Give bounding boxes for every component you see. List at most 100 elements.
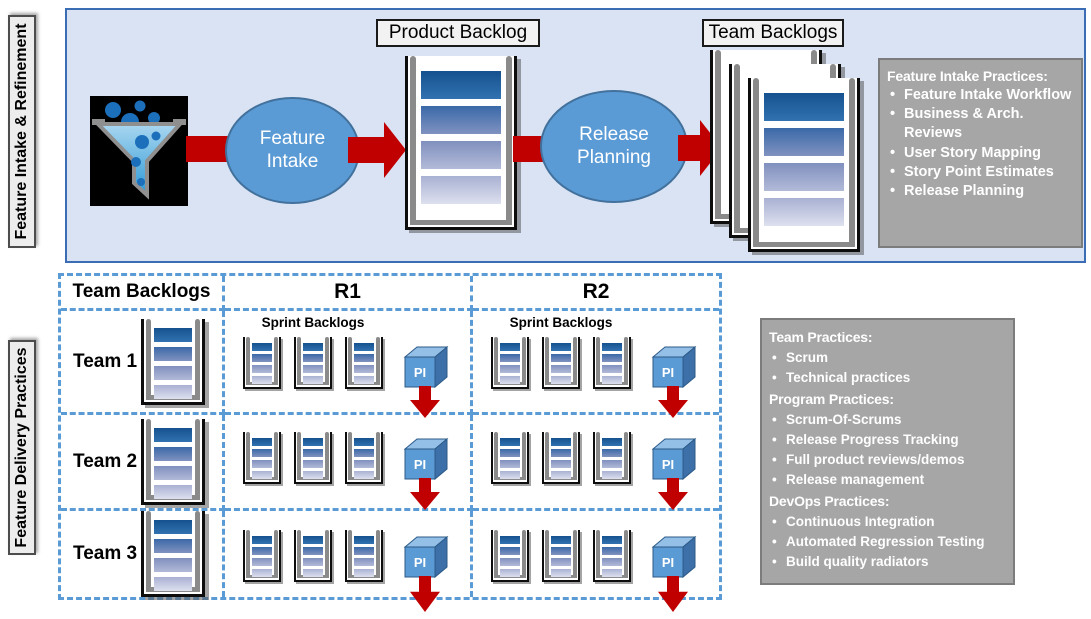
down-arrow-icon xyxy=(658,576,688,612)
release-planning-step: Release Planning xyxy=(540,90,688,203)
down-arrow-icon xyxy=(410,386,440,418)
backlog-item-bar xyxy=(154,577,192,591)
sprint-backlog-bins xyxy=(243,530,383,582)
sprint-backlog-bin xyxy=(542,530,580,582)
backlog-item-bar xyxy=(354,569,374,577)
right-arrow-icon xyxy=(348,122,406,178)
backlog-items xyxy=(154,520,192,591)
practice-item: • User Story Mapping xyxy=(890,144,1041,161)
backlog-item-bar xyxy=(764,93,844,121)
sprint-backlog-bin xyxy=(593,337,631,389)
backlog-item-bar xyxy=(602,460,622,468)
feature-intake-step: Feature Intake xyxy=(225,97,360,204)
backlog-item-bar xyxy=(500,547,520,555)
backlog-item-bar xyxy=(602,471,622,479)
backlog-item-bar xyxy=(154,427,192,442)
backlog-item-bar xyxy=(421,176,501,204)
backlog-item-bar xyxy=(354,449,374,457)
backlog-item-bar xyxy=(252,536,272,544)
backlog-item-bar xyxy=(551,343,571,351)
practice-item: • Feature Intake Workflow xyxy=(890,86,1072,103)
sprint-backlog-bins xyxy=(243,432,383,484)
pi-cube-icon: PI xyxy=(403,535,449,579)
practice-item: •Build quality radiators xyxy=(772,554,929,569)
sprint-backlog-bins xyxy=(491,530,631,582)
grid-cell-team2-r1: PI xyxy=(225,415,473,511)
pi-cube-icon: PI xyxy=(651,345,697,389)
backlog-item-bar xyxy=(551,569,571,577)
backlog-item-bar xyxy=(252,438,272,446)
backlog-item-bar xyxy=(500,536,520,544)
backlog-item-bar xyxy=(154,365,192,380)
team-backlogs-title: Team Backlogs xyxy=(702,19,844,47)
backlog-items xyxy=(764,93,844,226)
backlog-item-bar xyxy=(252,558,272,566)
backlog-item-bar xyxy=(154,520,192,534)
sprint-backlog-bin xyxy=(345,432,383,484)
grid-cell-team3-r2: PI xyxy=(473,511,719,612)
pi-cube-icon: PI xyxy=(403,437,449,481)
delivery-grid: Team Backlogs R1 R2 Team 1 Sprint Backlo… xyxy=(58,273,722,612)
practice-item: •Full product reviews/demos xyxy=(772,452,965,467)
backlog-item-bar xyxy=(602,343,622,351)
backlog-item-bar xyxy=(252,569,272,577)
sprint-backlog-bin xyxy=(593,530,631,582)
backlog-item-bar xyxy=(500,449,520,457)
backlog-item-bar xyxy=(154,558,192,572)
backlog-item-bar xyxy=(764,198,844,226)
backlog-items xyxy=(421,71,501,204)
backlog-item-bar xyxy=(303,471,323,479)
backlog-item-bar xyxy=(154,539,192,553)
grid-header-r1: R1 xyxy=(225,276,473,311)
sprint-backlog-bin xyxy=(542,337,580,389)
backlog-item-bar xyxy=(551,547,571,555)
backlog-item-bar xyxy=(252,343,272,351)
practices-section-title: DevOps Practices: xyxy=(769,492,890,509)
sprint-backlog-bin xyxy=(294,337,332,389)
backlog-item-bar xyxy=(551,449,571,457)
backlog-item-bar xyxy=(303,376,323,384)
backlog-item-bar xyxy=(303,449,323,457)
backlog-item-bar xyxy=(602,449,622,457)
backlog-item-bar xyxy=(303,438,323,446)
flow-connector xyxy=(513,136,543,162)
backlog-item-bar xyxy=(602,547,622,555)
product-backlog-title: Product Backlog xyxy=(376,19,540,47)
practices-title: Feature Intake Practices: xyxy=(887,68,1048,84)
backlog-items xyxy=(154,327,192,399)
team-backlog-bin-front xyxy=(748,78,860,252)
backlog-item-bar xyxy=(154,484,192,499)
feature-intake-refinement-side-label: Feature Intake & Refinement xyxy=(8,15,36,248)
grid-cell-team3-backlog: Team 3 xyxy=(61,511,225,597)
sprint-backlog-bin xyxy=(294,530,332,582)
backlog-item-bar xyxy=(154,465,192,480)
backlog-item-bar xyxy=(551,460,571,468)
sprint-backlogs-label: Sprint Backlogs xyxy=(509,315,613,330)
svg-text:PI: PI xyxy=(414,365,426,380)
sprint-backlog-bin xyxy=(542,432,580,484)
sprint-backlog-bin xyxy=(243,337,281,389)
backlog-item-bar xyxy=(500,376,520,384)
team2-label: Team 2 xyxy=(73,450,138,472)
backlog-item-bar xyxy=(421,141,501,169)
sprint-backlog-bin xyxy=(294,432,332,484)
team3-label: Team 3 xyxy=(73,543,138,564)
backlog-item-bar xyxy=(354,365,374,373)
backlog-item-bar xyxy=(154,384,192,399)
backlog-item-bar xyxy=(551,365,571,373)
backlog-item-bar xyxy=(303,343,323,351)
backlog-item-bar xyxy=(551,438,571,446)
svg-text:PI: PI xyxy=(414,457,426,472)
backlog-item-bar xyxy=(303,558,323,566)
backlog-item-bar xyxy=(551,376,571,384)
backlog-item-bar xyxy=(354,471,374,479)
backlog-item-bar xyxy=(500,471,520,479)
backlog-item-bar xyxy=(500,569,520,577)
delivery-practices-box: Team Practices: •Scrum •Technical practi… xyxy=(760,318,1015,585)
backlog-item-bar xyxy=(421,71,501,99)
backlog-item-bar xyxy=(764,128,844,156)
backlog-item-bar xyxy=(154,446,192,461)
practice-item: •Scrum xyxy=(772,350,829,365)
backlog-item-bar xyxy=(500,343,520,351)
